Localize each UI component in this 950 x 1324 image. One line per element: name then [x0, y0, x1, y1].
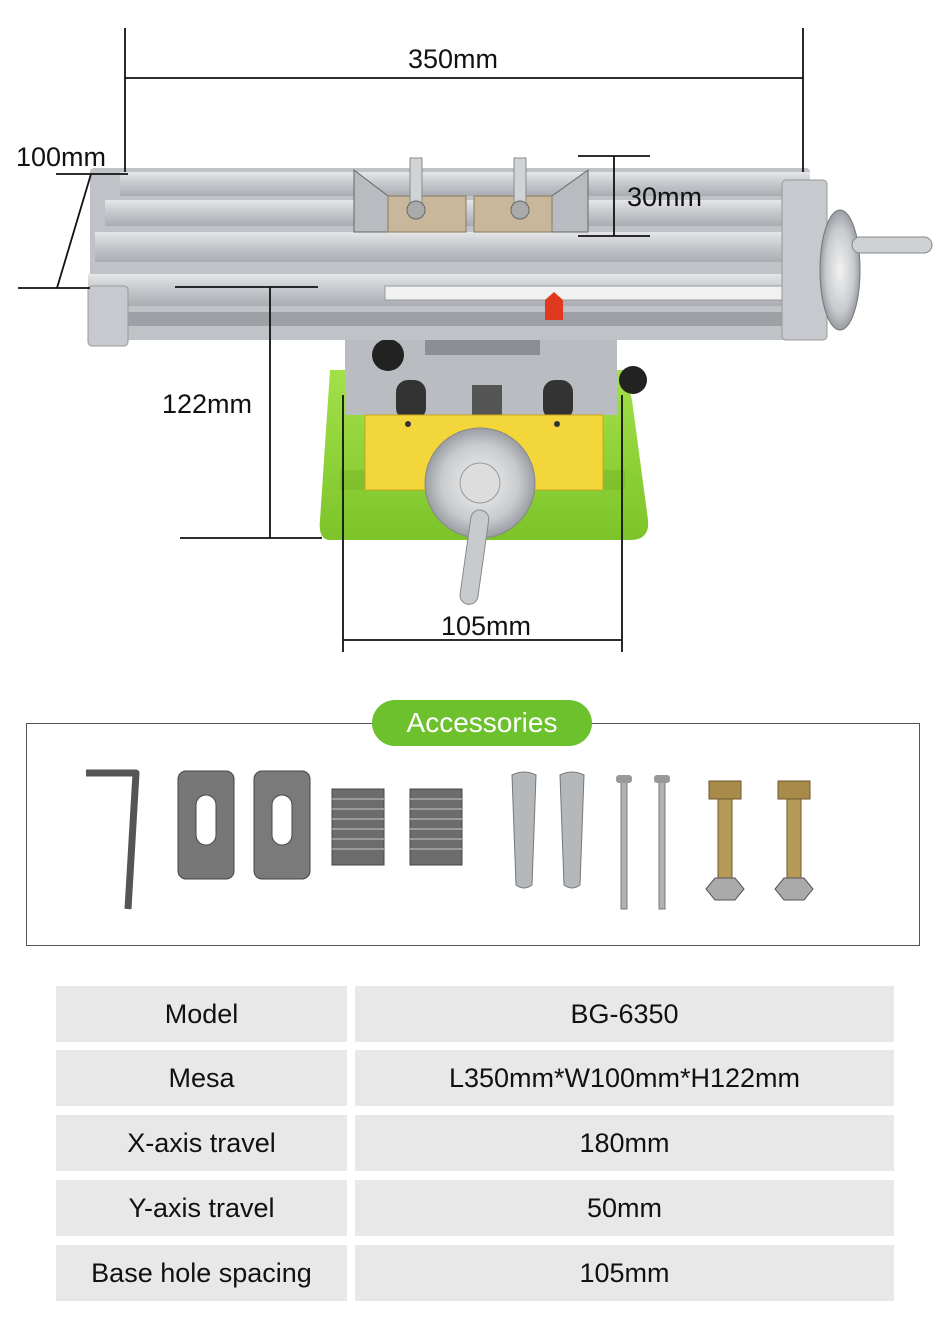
product-diagram: [18, 28, 933, 652]
clamp-plate-icon: [177, 770, 235, 880]
spec-key: X-axis travel: [56, 1115, 347, 1171]
spec-value: 50mm: [355, 1180, 894, 1236]
jaw-height-dimension-label: 30mm: [627, 182, 703, 212]
length-dimension-label: 350mm: [408, 44, 499, 74]
spec-row-mesa: Mesa L350mm*W100mm*H122mm: [56, 1050, 894, 1106]
spec-key: Y-axis travel: [56, 1180, 347, 1236]
width-dimension-label: 100mm: [16, 142, 107, 172]
taper-pin-icon: [559, 771, 585, 889]
serrated-jaw-icon: [331, 788, 385, 866]
side-handwheel: [819, 209, 933, 331]
spec-value: 180mm: [355, 1115, 894, 1171]
taper-pin-icon: [511, 771, 537, 889]
bolt-with-nut-icon: [705, 780, 745, 901]
bolt-with-nut-icon: [774, 780, 814, 901]
rod-icon: [654, 775, 670, 910]
spec-value: L350mm*W100mm*H122mm: [355, 1050, 894, 1106]
spec-value: BG-6350: [355, 986, 894, 1042]
dimension-lines: [18, 28, 804, 652]
serrated-jaw-icon: [409, 788, 463, 866]
rod-icon: [616, 775, 632, 910]
accessories-images: [86, 769, 814, 910]
hex-key-icon: [86, 769, 140, 910]
vise-jaws: [353, 157, 589, 233]
hole-spacing-dimension-label: 105mm: [441, 611, 532, 641]
spec-key: Base hole spacing: [56, 1245, 347, 1301]
spec-key: Model: [56, 986, 347, 1042]
work-table: [87, 168, 828, 347]
front-handwheel: [424, 427, 536, 605]
accessories-title: Accessories: [372, 700, 592, 746]
height-dimension-label: 122mm: [162, 389, 253, 419]
clamp-plate-icon: [253, 770, 311, 880]
spec-value: 105mm: [355, 1245, 894, 1301]
spec-key: Mesa: [56, 1050, 347, 1106]
spec-row-model: Model BG-6350: [56, 986, 894, 1042]
spec-row-x-axis-travel: X-axis travel 180mm: [56, 1115, 894, 1171]
spec-row-base-hole-spacing: Base hole spacing 105mm: [56, 1245, 894, 1301]
spec-row-y-axis-travel: Y-axis travel 50mm: [56, 1180, 894, 1236]
